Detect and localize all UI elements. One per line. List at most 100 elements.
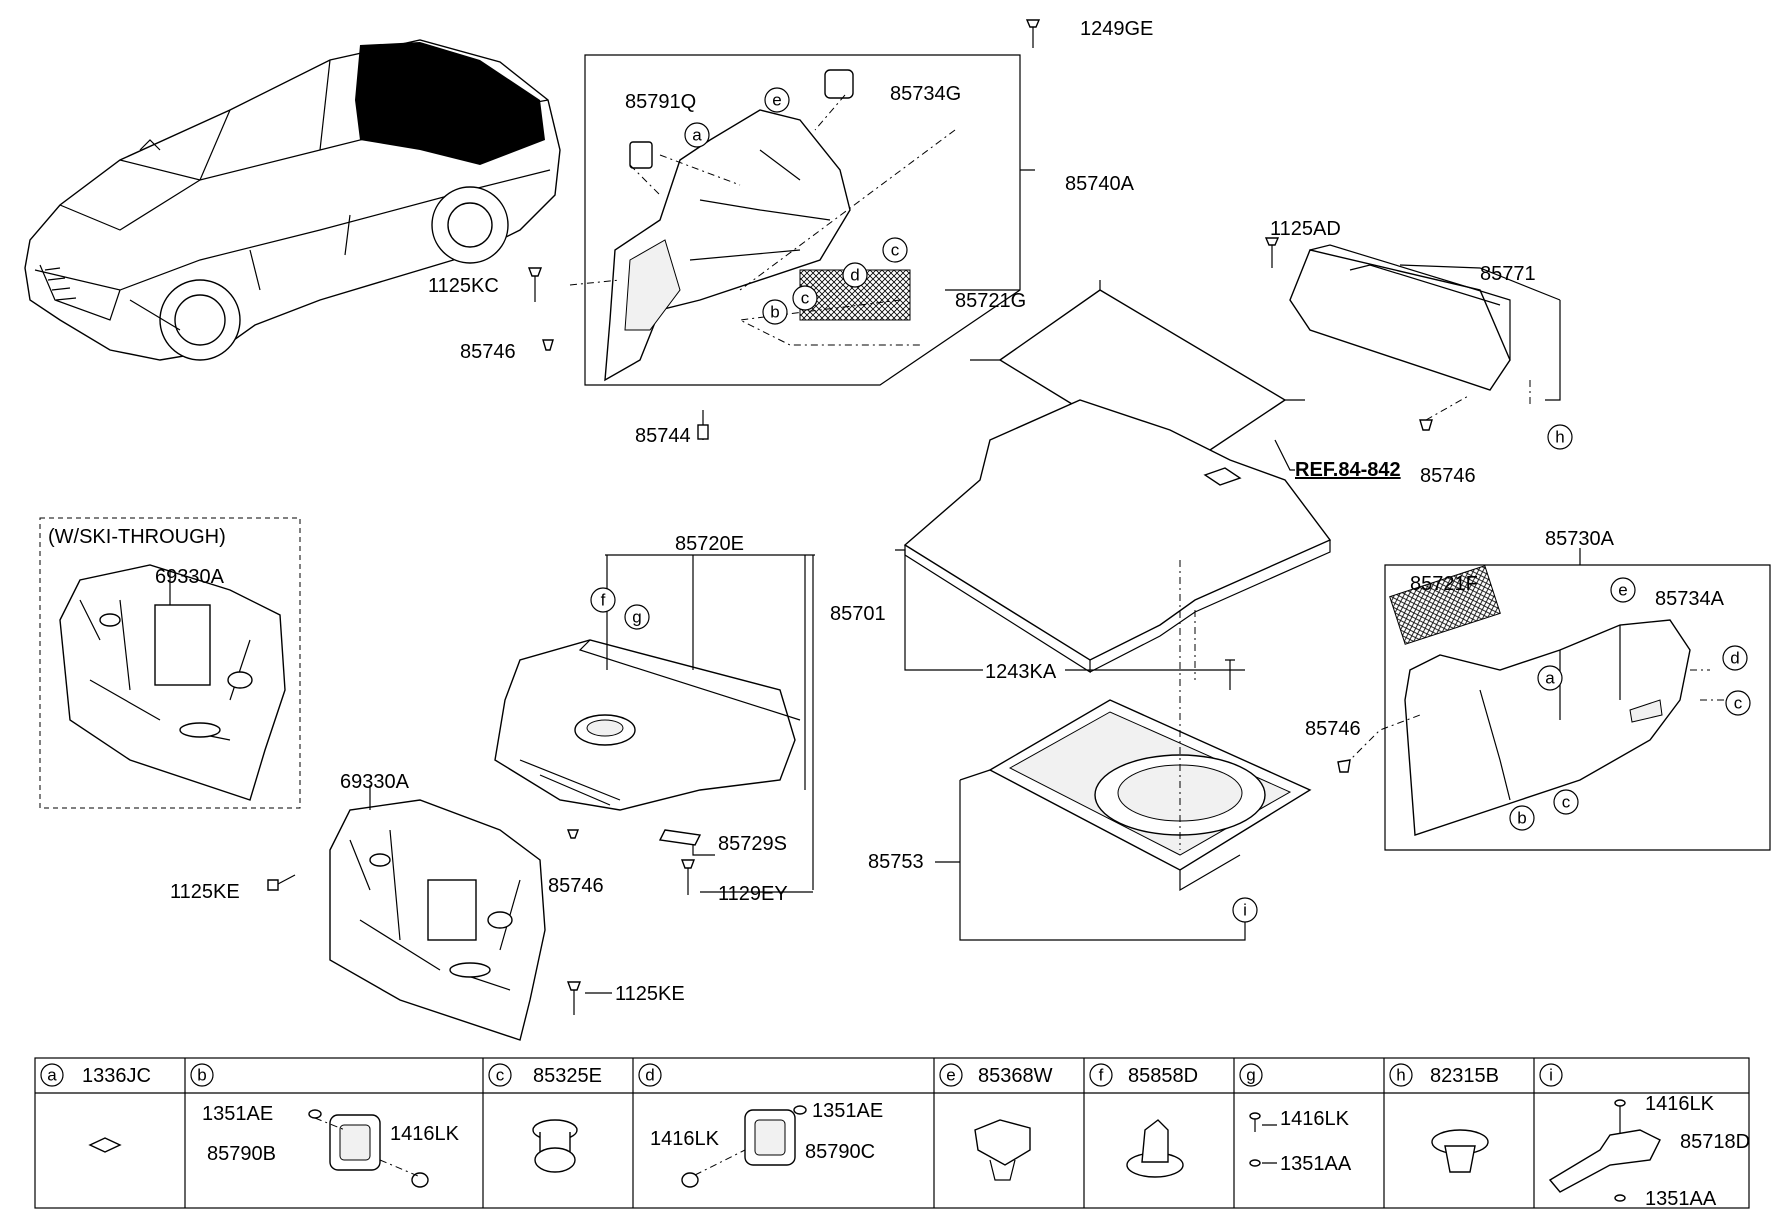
luggage-tray bbox=[959, 560, 1312, 941]
label-1125KC: 1125KC bbox=[428, 275, 499, 297]
svg-text:c: c bbox=[496, 1066, 505, 1085]
table-header-f: f 85858D bbox=[1089, 1063, 1198, 1087]
svg-text:e: e bbox=[772, 91, 781, 110]
clip-85858D-icon bbox=[1126, 1119, 1184, 1178]
label-85734A: 85734A bbox=[1655, 588, 1725, 610]
label-85734G: 85734G bbox=[890, 83, 961, 105]
svg-text:c: c bbox=[1562, 793, 1571, 812]
label-i-1416LK: 1416LK bbox=[1645, 1093, 1715, 1115]
callout-f-1: f bbox=[590, 587, 616, 613]
label-d-1351AE: 1351AE bbox=[812, 1100, 883, 1122]
svg-text:b: b bbox=[770, 303, 779, 322]
svg-text:c: c bbox=[891, 241, 900, 260]
callout-c-3: c bbox=[1725, 690, 1751, 716]
callout-b-2: b bbox=[1509, 805, 1535, 831]
label-85791Q: 85791Q bbox=[625, 91, 696, 113]
hook-85718D-icon bbox=[1548, 1129, 1661, 1193]
svg-text:h: h bbox=[1396, 1066, 1405, 1085]
callout-b-1: b bbox=[762, 299, 788, 325]
label-85721F: 85721F bbox=[1410, 573, 1478, 595]
label-b-1416LK: 1416LK bbox=[390, 1123, 460, 1145]
svg-text:h: h bbox=[1555, 428, 1564, 447]
label-1125KE-b: 1125KE bbox=[615, 983, 685, 1005]
svg-text:1336JC: 1336JC bbox=[82, 1065, 151, 1087]
svg-text:85858D: 85858D bbox=[1128, 1065, 1198, 1087]
label-i-1351AA: 1351AA bbox=[1645, 1188, 1717, 1210]
clip-1336JC-icon bbox=[88, 1137, 122, 1153]
label-69330A-b: 69330A bbox=[340, 771, 410, 793]
label-d-85790C: 85790C bbox=[805, 1141, 875, 1163]
label-i-85718D: 85718D bbox=[1680, 1131, 1750, 1153]
clip-85368W-icon bbox=[974, 1119, 1031, 1181]
ref-label: REF.84-842 bbox=[1295, 459, 1401, 481]
table-header-g: g bbox=[1239, 1063, 1263, 1087]
svg-text:85368W: 85368W bbox=[978, 1065, 1053, 1087]
svg-text:f: f bbox=[1099, 1066, 1104, 1085]
svg-text:c: c bbox=[1734, 694, 1743, 713]
svg-text:d: d bbox=[1730, 649, 1739, 668]
label-85721G: 85721G bbox=[955, 290, 1026, 312]
vehicle-illustration bbox=[24, 39, 561, 361]
svg-text:a: a bbox=[692, 126, 702, 145]
callout-c-1: c bbox=[882, 237, 908, 263]
label-1129EY: 1129EY bbox=[718, 883, 788, 905]
callout-d-2: d bbox=[1722, 645, 1748, 671]
svg-text:e: e bbox=[1618, 581, 1627, 600]
svg-text:i: i bbox=[1243, 901, 1247, 920]
callout-markers: a e c d c b h f g e d a c b c i bbox=[590, 87, 1751, 923]
callout-h-1: h bbox=[1547, 424, 1573, 450]
leader-85701 bbox=[895, 549, 983, 671]
clip-82315B-icon bbox=[1431, 1129, 1489, 1173]
label-85746-c: 85746 bbox=[1305, 718, 1361, 740]
callout-c-2: c bbox=[792, 285, 818, 311]
svg-text:f: f bbox=[601, 591, 606, 610]
ski-through-note: (W/SKI-THROUGH) bbox=[48, 526, 226, 548]
svg-text:i: i bbox=[1549, 1066, 1553, 1085]
luggage-covering bbox=[903, 280, 1332, 690]
svg-text:d: d bbox=[850, 266, 859, 285]
label-69330A-a: 69330A bbox=[155, 566, 225, 588]
label-85720E: 85720E bbox=[675, 533, 744, 555]
svg-text:82315B: 82315B bbox=[1430, 1065, 1499, 1087]
svg-text:d: d bbox=[645, 1066, 654, 1085]
svg-text:a: a bbox=[1545, 669, 1555, 688]
label-85729S: 85729S bbox=[718, 833, 787, 855]
table-header-d: d bbox=[638, 1063, 662, 1087]
callout-a-2: a bbox=[1537, 665, 1563, 691]
svg-text:g: g bbox=[1246, 1066, 1255, 1085]
package-tray-trim bbox=[1264, 237, 1561, 431]
svg-text:e: e bbox=[946, 1066, 955, 1085]
label-d-1416LK: 1416LK bbox=[650, 1128, 720, 1150]
label-b-1351AE: 1351AE bbox=[202, 1103, 273, 1125]
table-header-i: i bbox=[1539, 1063, 1563, 1087]
label-1249GE: 1249GE bbox=[1080, 18, 1153, 40]
label-85753: 85753 bbox=[868, 851, 924, 873]
callout-e-1: e bbox=[764, 87, 790, 113]
svg-text:85325E: 85325E bbox=[533, 1065, 602, 1087]
right-trim-assembly bbox=[1337, 548, 1771, 851]
ski-through-panel bbox=[39, 517, 301, 809]
rear-package-tray bbox=[494, 554, 815, 895]
svg-text:b: b bbox=[1517, 809, 1526, 828]
label-g-1416LK: 1416LK bbox=[1280, 1108, 1350, 1130]
label-85746-d: 85746 bbox=[548, 875, 604, 897]
rear-seatback-panel bbox=[267, 785, 582, 1041]
label-85771: 85771 bbox=[1480, 263, 1536, 285]
label-85746-a: 85746 bbox=[460, 341, 516, 363]
table-header-e: e 85368W bbox=[939, 1063, 1053, 1087]
svg-text:g: g bbox=[632, 608, 641, 627]
svg-text:c: c bbox=[801, 289, 810, 308]
callout-i-1: i bbox=[1232, 897, 1258, 923]
label-85746-b: 85746 bbox=[1420, 465, 1476, 487]
label-85701: 85701 bbox=[830, 603, 886, 625]
svg-text:b: b bbox=[197, 1066, 206, 1085]
label-85740A: 85740A bbox=[1065, 173, 1135, 195]
callout-c-4: c bbox=[1553, 789, 1579, 815]
ref-arrow bbox=[1274, 439, 1295, 471]
clip-85325E-icon bbox=[532, 1119, 578, 1173]
label-b-85790B: 85790B bbox=[207, 1143, 276, 1165]
callout-g-1: g bbox=[624, 604, 650, 630]
